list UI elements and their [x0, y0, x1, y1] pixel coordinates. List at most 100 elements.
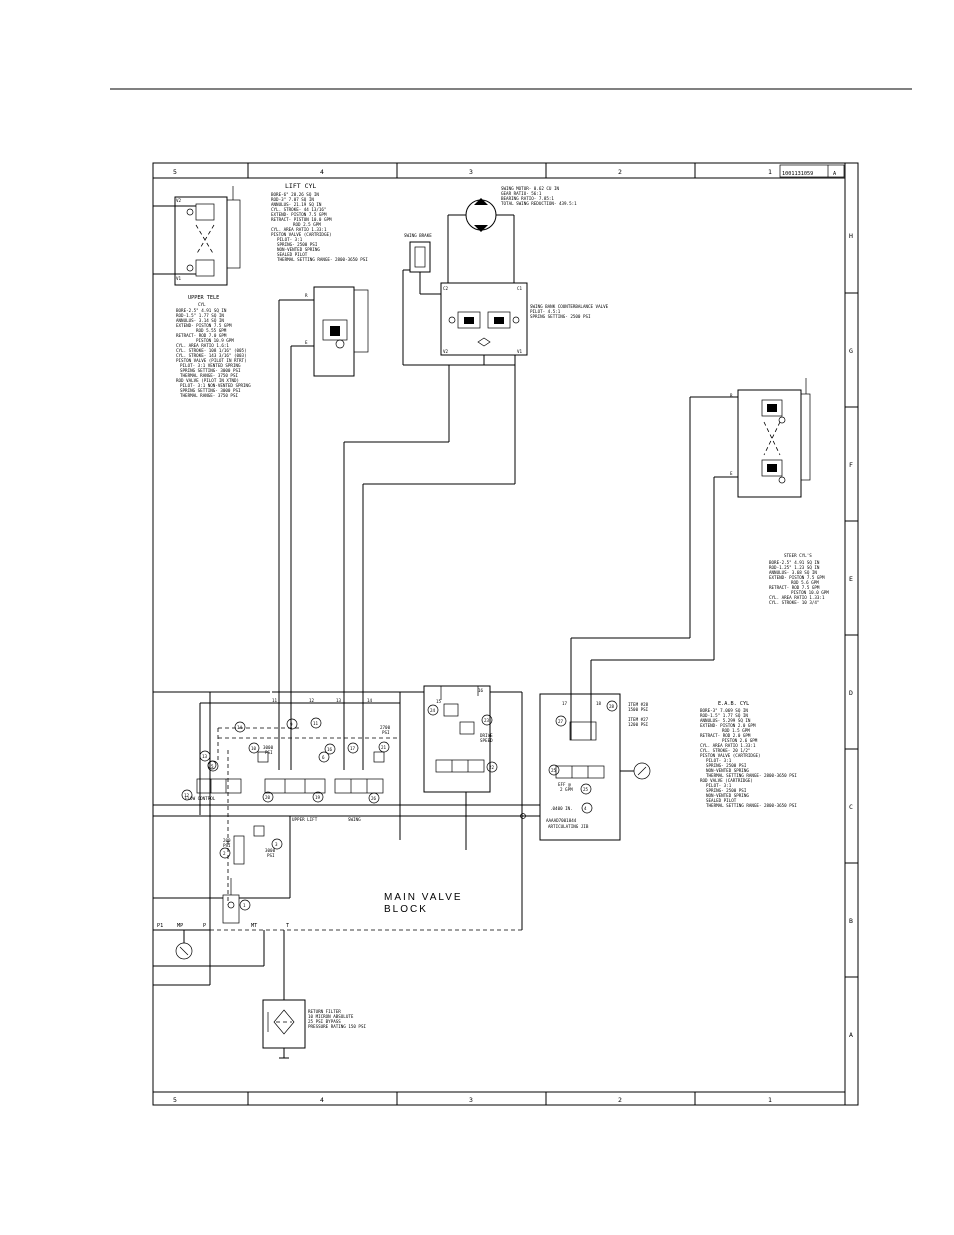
svg-text:AAAAD7001844: AAAAD7001844	[546, 818, 577, 823]
svg-text:PILOT- 3:1: PILOT- 3:1	[706, 758, 732, 763]
svg-text:SEALED PILOT: SEALED PILOT	[277, 252, 308, 257]
zone-row-a: A	[849, 1031, 853, 1039]
callout-16: 16	[327, 747, 333, 752]
svg-text:CYL. STROKE- 10 3/4": CYL. STROKE- 10 3/4"	[769, 600, 819, 605]
svg-text:ITEM #28: ITEM #28	[628, 702, 649, 707]
svg-text:PSI: PSI	[223, 843, 231, 848]
svg-text:THERMAL RANGE- 3750 PSI: THERMAL RANGE- 3750 PSI	[180, 393, 238, 398]
svg-text:1200 PSI: 1200 PSI	[628, 722, 649, 727]
callout-11: 11	[313, 721, 319, 726]
zone-col-3-bottom: 3	[469, 1096, 473, 1104]
svg-text:NON-VENTED SPRING: NON-VENTED SPRING	[277, 247, 320, 252]
svg-text:PISTON VALVE (PILOT IN RTRT): PISTON VALVE (PILOT IN RTRT)	[176, 358, 247, 363]
swing-brake: SWING BRAKE	[404, 233, 432, 294]
svg-text:PSI: PSI	[267, 853, 275, 858]
zone-col-5-bottom: 5	[173, 1096, 177, 1104]
upper-tele-title: UPPER TELE	[188, 295, 219, 301]
callout-17: 17	[350, 746, 356, 751]
svg-text:NON-VENTED SPRING: NON-VENTED SPRING	[706, 793, 749, 798]
upper-tele-valve: V2 V1	[153, 186, 241, 286]
swing-counterbalance-valve: C2 C1 V2 V1 SWING BANK COUNTERBALANCE VA…	[402, 215, 609, 366]
main-valve-block: 11 12 13 14	[153, 691, 540, 931]
svg-text:25 PSI BYPASS: 25 PSI BYPASS	[308, 1019, 341, 1024]
svg-text:CYL. AREA RATIO 1.6:1: CYL. AREA RATIO 1.6:1	[176, 343, 229, 348]
svg-text:SWING BANK COUNTERBALANCE VALV: SWING BANK COUNTERBALANCE VALVE	[530, 304, 609, 309]
articulating-jib-block: 17 18 ITEM #28 1500 PSI ITEM #27 1200 PS…	[539, 693, 651, 841]
port-r-lift: R	[305, 293, 308, 298]
svg-text:BORE-2.5" 4.91 SQ IN: BORE-2.5" 4.91 SQ IN	[176, 308, 227, 313]
svg-text:SPRING- 2500 PSI: SPRING- 2500 PSI	[706, 788, 747, 793]
zone-column-labels: 5 4 3 2 1 5 4 3 2 1	[173, 168, 772, 1104]
port-17: 17	[562, 701, 568, 706]
callout-6: 6	[322, 755, 325, 760]
zone-col-3-top: 3	[469, 168, 473, 176]
spool-flow-control: FLOW CONTROL	[185, 760, 242, 801]
drive-speed-valve: DRIVE SPEED 15 16	[423, 685, 493, 850]
callout-4: 4	[584, 806, 587, 811]
svg-text:RETRACT- ROD 2.0 GPM: RETRACT- ROD 2.0 GPM	[700, 733, 751, 738]
svg-text:PILOT- 3:1 NON-VENTED SPRING: PILOT- 3:1 NON-VENTED SPRING	[180, 383, 251, 388]
swing-motor: SWING MOTOR- 0.62 CU IN GEAR RATIO- 56:1…	[448, 186, 577, 232]
callout-9: 9	[290, 722, 293, 727]
port-v1-upper-tele: V1	[176, 276, 182, 281]
svg-text:RETURN FILTER: RETURN FILTER	[308, 1009, 341, 1014]
svg-text:ROD 2.5 GPM: ROD 2.5 GPM	[293, 222, 321, 227]
svg-text:SPRING SETTING- 2500 PSI: SPRING SETTING- 2500 PSI	[530, 314, 591, 319]
svg-text:THERMAL SETTING RANGE- 2800-36: THERMAL SETTING RANGE- 2800-3650 PSI	[277, 257, 368, 262]
svg-text:ANNULUS- 21.19 SQ IN: ANNULUS- 21.19 SQ IN	[271, 202, 322, 207]
port-15: 15	[436, 699, 442, 704]
zone-row-d: D	[849, 689, 853, 697]
svg-text:10 MICRON ABSOLUTE: 10 MICRON ABSOLUTE	[308, 1014, 354, 1019]
title-block: 1001131059 A	[779, 164, 845, 178]
port-p1: P1	[157, 923, 163, 929]
svg-text:CYL. AREA RATIO 1.33:1: CYL. AREA RATIO 1.33:1	[769, 595, 825, 600]
svg-text:PISTON 10.9 GPM: PISTON 10.9 GPM	[196, 338, 234, 343]
lift-cyl-title: LIFT CYL	[285, 182, 316, 190]
main-valve-title-line2: BLOCK	[384, 904, 428, 915]
callout-13: 13	[202, 754, 208, 759]
port-11: 11	[272, 698, 278, 703]
port-e-lift: E	[305, 340, 308, 345]
svg-text:BORE-3" 7.069 SQ IN: BORE-3" 7.069 SQ IN	[700, 708, 748, 713]
port-e-steer: E	[730, 471, 733, 476]
svg-text:SPRING- 2500 PSI: SPRING- 2500 PSI	[277, 242, 318, 247]
svg-text:RETRACT- ROD 7.5 GPM: RETRACT- ROD 7.5 GPM	[769, 585, 820, 590]
svg-text:SWING: SWING	[348, 817, 361, 822]
main-valve-title-line1: MAIN VALVE	[384, 892, 463, 903]
spool-upper-lift: UPPER LIFT	[257, 751, 326, 822]
lift-cyl-valve: R E	[300, 286, 369, 377]
svg-text:UPPER LIFT: UPPER LIFT	[292, 817, 318, 822]
svg-text:PSI: PSI	[382, 730, 390, 735]
svg-text:ROD-1.25" 1.23 SQ IN: ROD-1.25" 1.23 SQ IN	[769, 565, 820, 570]
zone-col-4-top: 4	[320, 168, 324, 176]
svg-text:CYL. STROKE- 143 3/16" (003): CYL. STROKE- 143 3/16" (003)	[176, 353, 247, 358]
svg-text:EXTEND- PISTON 7.5 GPM: EXTEND- PISTON 7.5 GPM	[769, 575, 825, 580]
port-r-steer: R	[730, 393, 733, 398]
svg-text:PISTON VALVE (CARTRIDGE): PISTON VALVE (CARTRIDGE)	[271, 232, 332, 237]
svg-text:RETRACT- PISTON 10.0 GPM: RETRACT- PISTON 10.0 GPM	[271, 217, 332, 222]
zone-col-2-top: 2	[618, 168, 622, 176]
callout-27: 27	[558, 719, 564, 724]
svg-text:THERMAL SETTING RANGE- 2800-36: THERMAL SETTING RANGE- 2800-3650 PSI	[706, 773, 797, 778]
drawing-frame	[152, 162, 859, 1106]
callout-25b: 25	[583, 787, 589, 792]
steer-cyl-valve: R E	[730, 378, 811, 498]
zone-row-f: F	[849, 461, 853, 469]
svg-text:PILOT- 3:1: PILOT- 3:1	[277, 237, 303, 242]
callout-10: 10	[251, 746, 257, 751]
svg-text:ANNULUS- 5.299 SQ IN: ANNULUS- 5.299 SQ IN	[700, 718, 751, 723]
main-valve-title: MAIN VALVE BLOCK	[384, 892, 463, 915]
svg-text:3000: 3000	[265, 848, 276, 853]
svg-text:ROD-1.5" 1.77 SQ IN: ROD-1.5" 1.77 SQ IN	[700, 713, 748, 718]
callout-24: 24	[430, 708, 436, 713]
svg-text:2700: 2700	[380, 725, 391, 730]
spool-swing: SWING	[334, 751, 385, 822]
zone-row-b: B	[849, 917, 853, 925]
svg-text:CYL. STROKE- 108 1/16" (005): CYL. STROKE- 108 1/16" (005)	[176, 348, 247, 353]
svg-text:PILOT- 3:1 VENTED SPRING: PILOT- 3:1 VENTED SPRING	[180, 363, 241, 368]
drawing-number: 1001131059	[782, 171, 813, 177]
svg-text:.0400 IN.: .0400 IN.	[550, 806, 573, 811]
svg-text:THERMAL SETTING RANGE- 2800-36: THERMAL SETTING RANGE- 2800-3650 PSI	[706, 803, 797, 808]
svg-text:ROD VALVE (CARTRIDGE): ROD VALVE (CARTRIDGE)	[700, 778, 753, 783]
port-mt: MT	[251, 923, 257, 929]
